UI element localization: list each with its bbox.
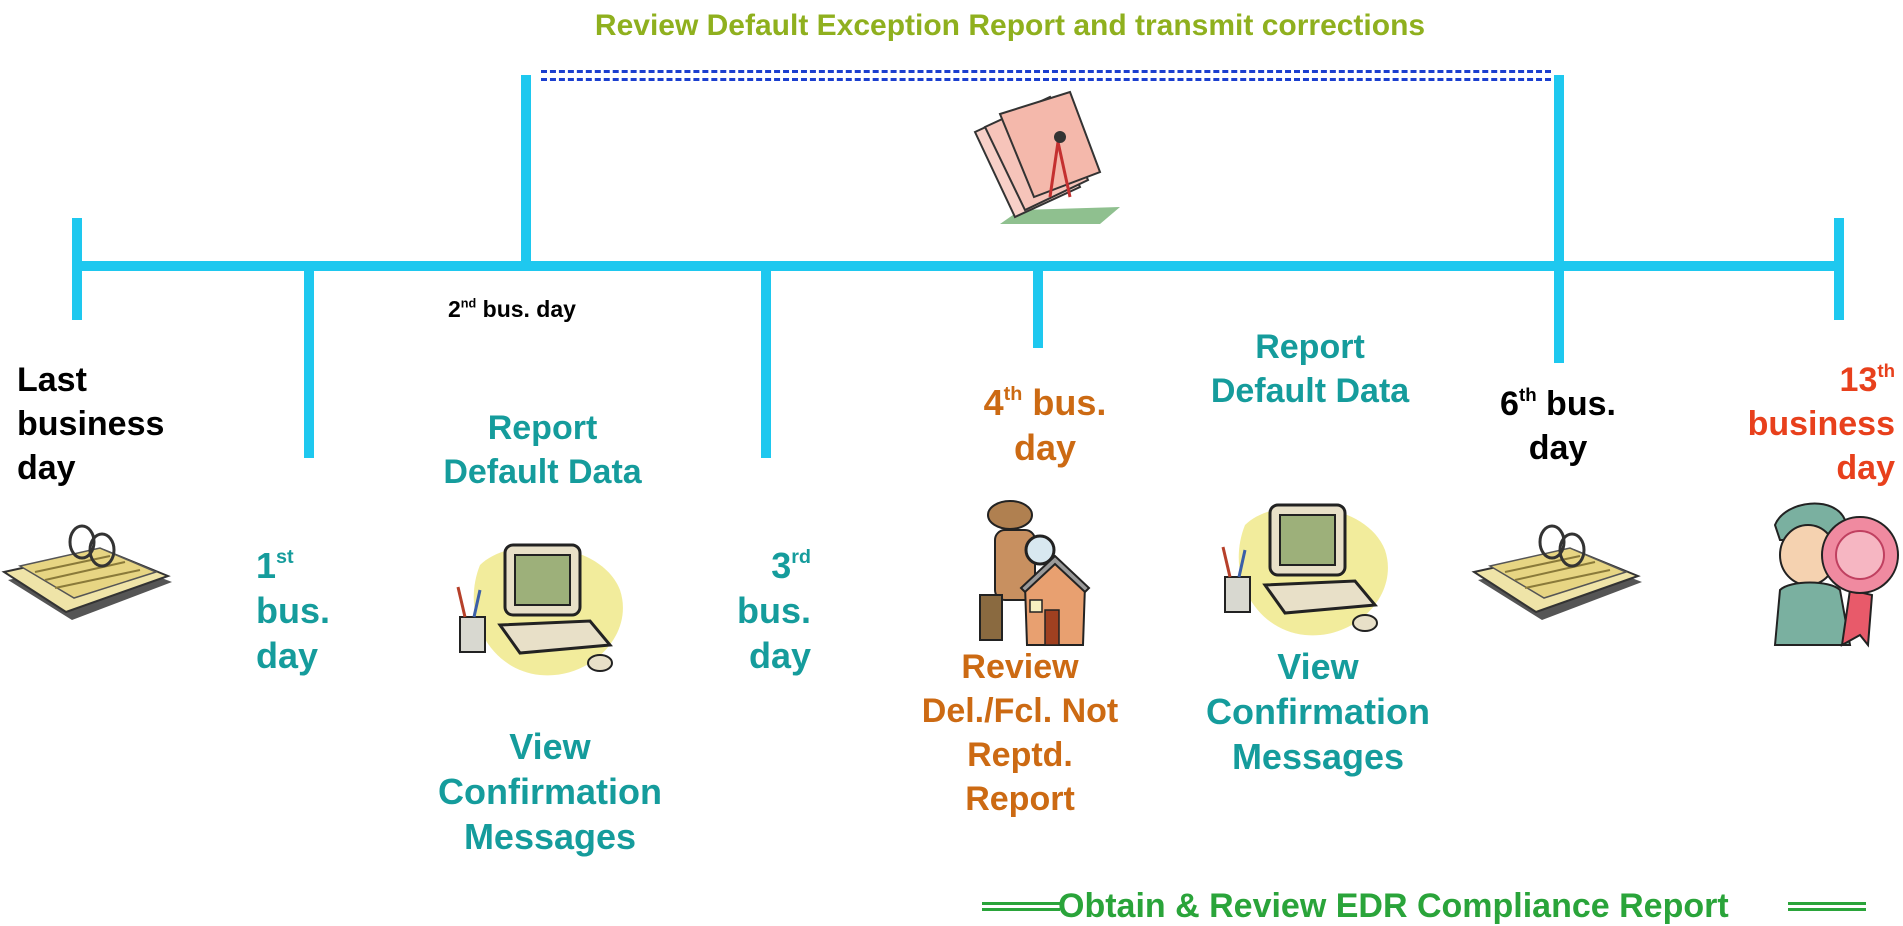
- task-view-confirmation-1: View Confirmation Messages: [438, 726, 662, 857]
- calendar-book-icon: [1471, 524, 1642, 620]
- calendar-book-icon: [1, 524, 172, 620]
- timeline-axis: [72, 261, 1843, 271]
- bottom-banner-title: Obtain & Review EDR Compliance Report: [1058, 887, 1729, 925]
- label-6th-bus-day: 6th bus. day: [1500, 383, 1616, 467]
- award-person-icon: [1773, 502, 1899, 648]
- task-report-default-data-2: Report Default Data: [1210, 328, 1410, 410]
- task-report-default-data-1: Report Default Data: [443, 409, 642, 491]
- tick-3rd-day: [761, 268, 771, 458]
- top-bracket-title: Review Default Exception Report and tran…: [594, 9, 1426, 42]
- bracket-left-post: [521, 75, 531, 265]
- computer-icon: [1221, 503, 1388, 636]
- detective-house-icon: [979, 500, 1091, 646]
- bracket-right-post: [1554, 75, 1564, 363]
- task-review-del-fcl-report: Review Del./Fcl. Not Reptd. Report: [921, 648, 1119, 818]
- label-last-business-day: Last business day: [17, 361, 165, 487]
- bracket-dashed-bottom: [541, 78, 1551, 83]
- label-4th-bus-day: 4th bus. day: [983, 382, 1107, 468]
- tick-13th-day: [1834, 218, 1844, 320]
- label-1st-bus-day: 1st bus. day: [256, 545, 331, 676]
- bottom-rule-right: [1788, 902, 1866, 911]
- bracket-dashed-top: [541, 70, 1551, 75]
- computer-icon: [456, 543, 623, 676]
- label-13th-business-day: 13th business day: [1747, 359, 1895, 487]
- tick-4th-day: [1033, 268, 1043, 348]
- tick-1st-day: [304, 268, 314, 458]
- label-2nd-bus-day: 2nd bus. day: [448, 296, 576, 322]
- bottom-rule-left: [982, 902, 1060, 911]
- tick-last-day: [72, 218, 82, 320]
- task-view-confirmation-2: View Confirmation Messages: [1206, 646, 1430, 777]
- folders-icon: [973, 90, 1120, 224]
- label-3rd-bus-day: 3rd bus. day: [736, 545, 811, 676]
